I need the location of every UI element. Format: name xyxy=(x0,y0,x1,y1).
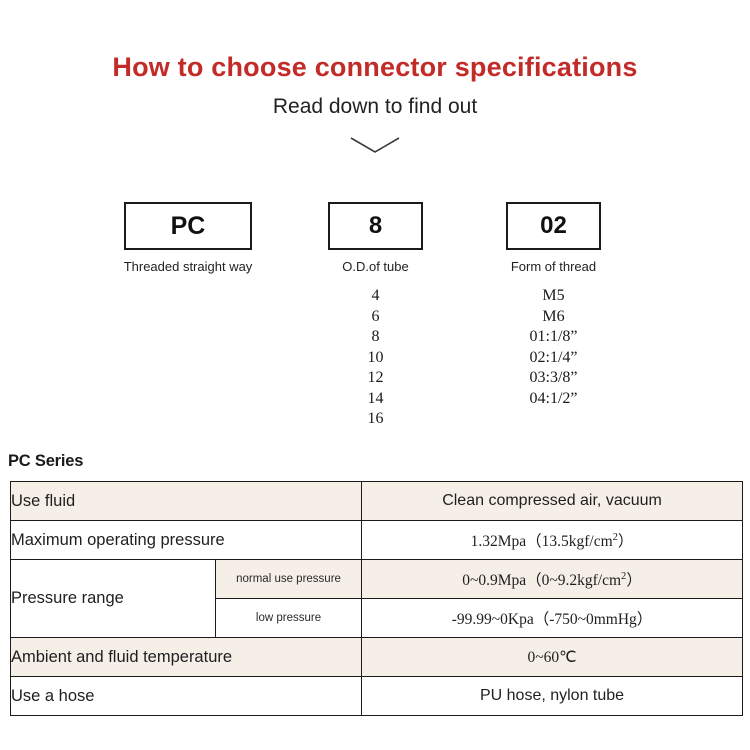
table-row: low pressure -99.99~0Kpa（-750~0mmHg） xyxy=(11,598,744,638)
list-item: 14 xyxy=(367,389,384,407)
table-row: Pressure range normal use pressure 0~0.9… xyxy=(10,559,744,638)
spec-sublabel-low-pressure: low pressure xyxy=(214,598,363,638)
list-item: 16 xyxy=(367,410,384,427)
spec-label-pressure-range: Pressure range xyxy=(10,559,216,638)
chevron-down-icon xyxy=(350,137,400,153)
code-box-prefix: PC xyxy=(124,202,252,250)
table-row: Use a hose PU hose, nylon tube xyxy=(9,676,744,716)
spec-value-max-pressure: 1.32Mpa（13.5kgf/cm2） xyxy=(361,520,744,560)
spec-label-use-fluid: Use fluid xyxy=(9,481,363,521)
spec-value-hose: PU hose, nylon tube xyxy=(361,676,744,716)
list-item: 03:3/8” xyxy=(529,369,578,386)
tube-od-option-list: 4 6 8 10 12 14 16 xyxy=(310,286,441,430)
table-row: Use fluid Clean compressed air, vacuum xyxy=(9,481,744,521)
list-item: 01:1/8” xyxy=(529,328,578,345)
spec-sublabel-normal-use-pressure: normal use pressure xyxy=(214,559,363,599)
code-box-prefix-value: PC xyxy=(170,211,206,240)
list-item: M5 xyxy=(542,287,565,304)
code-box-tube-od: 8 xyxy=(328,202,423,250)
table-row: Maximum operating pressure 1.32Mpa（13.5k… xyxy=(9,520,744,560)
page-subtitle: Read down to find out xyxy=(272,95,478,118)
list-item: 02:1/4” xyxy=(529,348,578,366)
spec-value-normal-use-pressure: 0~0.9Mpa（0~9.2kgf/cm2） xyxy=(361,559,744,599)
list-item: 4 xyxy=(371,287,380,304)
thread-form-option-list: M5 M6 01:1/8” 02:1/4” 03:3/8” 04:1/2” xyxy=(488,286,619,409)
spec-value-low-pressure: -99.99~0Kpa（-750~0mmHg） xyxy=(361,598,744,638)
series-label: PC Series xyxy=(8,452,84,470)
spec-label-temperature: Ambient and fluid temperature xyxy=(9,637,363,677)
code-caption-thread-form: Form of thread xyxy=(510,259,597,274)
code-caption-tube-od: O.D.of tube xyxy=(342,259,409,274)
list-item: 8 xyxy=(371,328,380,345)
table-row: Ambient and fluid temperature 0~60℃ xyxy=(9,637,744,677)
code-box-tube-od-value: 8 xyxy=(368,212,383,239)
spec-table: Use fluid Clean compressed air, vacuum M… xyxy=(9,481,744,716)
spec-value-use-fluid: Clean compressed air, vacuum xyxy=(361,481,744,521)
spec-value-temperature: 0~60℃ xyxy=(361,637,744,677)
list-item: 10 xyxy=(367,348,384,366)
page-title: How to choose connector specifications xyxy=(112,52,638,82)
spec-label-max-pressure: Maximum operating pressure xyxy=(9,520,363,560)
list-item: 04:1/2” xyxy=(529,389,578,407)
code-box-thread-form: 02 xyxy=(506,202,601,250)
spec-label-hose: Use a hose xyxy=(9,676,363,716)
code-caption-prefix: Threaded straight way xyxy=(123,259,253,274)
list-item: M6 xyxy=(542,307,565,325)
list-item: 12 xyxy=(367,369,384,386)
list-item: 6 xyxy=(371,307,380,325)
code-box-thread-form-value: 02 xyxy=(540,212,567,239)
